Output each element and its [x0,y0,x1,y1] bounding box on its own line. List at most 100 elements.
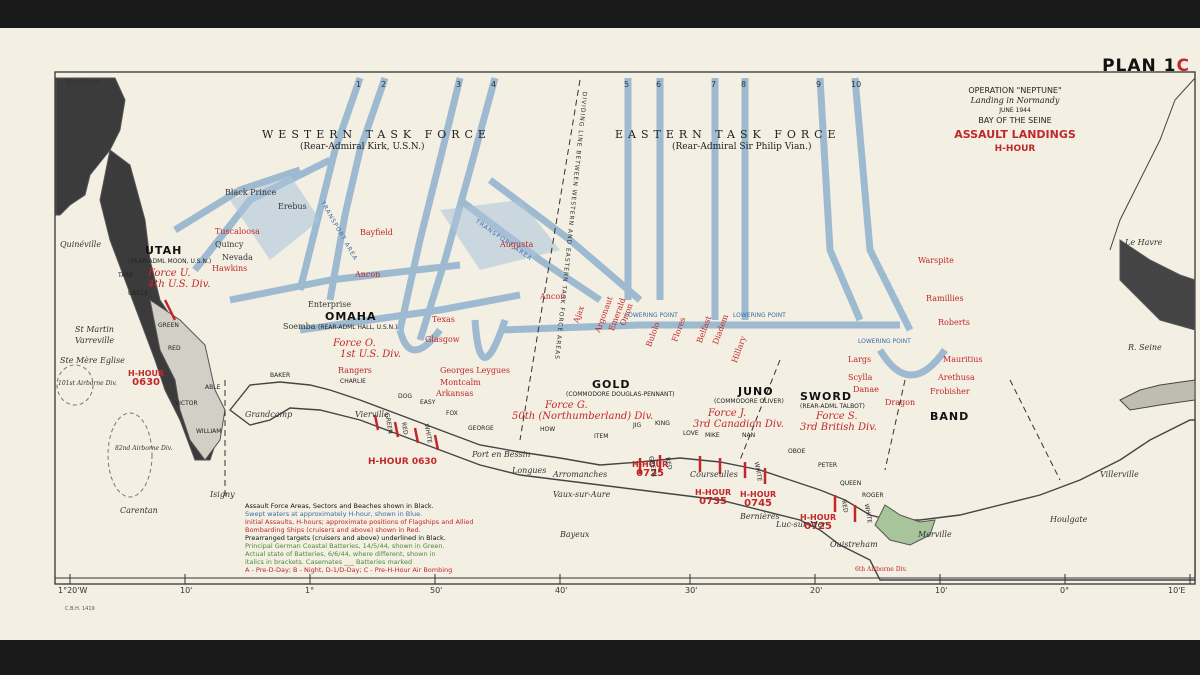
swept-channels [173,76,948,379]
ship-dragon: Dragon [885,398,916,407]
ship-nevada: Nevada [222,253,253,262]
beach-juno: JUNO [738,385,774,398]
sector-victor: VICTOR [175,400,198,407]
force-j-div: 3rd Canadian Div. [693,419,784,430]
channel-1: 1 [356,80,362,89]
channel-7: 7 [711,80,717,89]
place-bernieres: Bernières [740,512,780,521]
sector-nan: NAN [742,432,756,439]
eastern-task-force-commander: (Rear-Admiral Sir Philip Vian.) [672,142,812,152]
ship-roberts: Roberts [938,318,970,327]
ship-mauritius: Mauritius [943,355,983,364]
place-grandcamp: Grandcamp [245,410,293,419]
sector-charlie: CHARLIE [340,378,366,385]
ship-texas: Texas [432,315,455,324]
ship-largs: Largs [848,355,872,364]
sector-baker: BAKER [270,372,291,379]
operation-date: JUNE 1944 [999,107,1031,114]
place-vaux: Vaux-sur-Aure [553,490,611,499]
sector-william: WILLIAM [196,428,222,435]
longitude-ticks [55,574,1195,584]
ship-soemba: Soemba [283,322,316,331]
channel-10: 10 [851,80,862,89]
sector-jig: JIG [633,422,642,429]
sector-able: ABLE [205,384,221,391]
legend-line: Principal German Coastal Batteries, 14/5… [245,542,445,550]
force-j: Force J. [708,408,747,419]
sector-king: KING [655,420,670,427]
ship-arethusa: Arethusa [938,373,975,382]
ship-ancon: Ancon [540,292,566,301]
force-o: Force O. [333,338,376,349]
ship-enterprise: Enterprise [308,300,352,309]
force-o-div: 1st U.S. Div. [340,349,402,360]
ship-montcalm: Montcalm [440,378,481,387]
legend-line: Bombarding Ships (cruisers and above) sh… [245,526,421,534]
ship-georges-leygues: Georges Leygues [440,366,510,375]
legend-line: Initial Assaults, H-hours; approximate p… [245,518,474,526]
force-u-div: 4th U.S. Div. [148,279,211,290]
place-carentan: Carentan [120,506,158,515]
gold-juno-boundary [739,359,781,461]
beach-gold: GOLD [592,378,631,391]
place-vierville: Vierville [355,410,389,419]
transport-areas [230,175,560,270]
juno-sword-boundary [884,379,906,471]
place-arromanches: Arromanches [553,470,608,479]
sector-item: ITEM [594,433,609,440]
place-merville: Merville [918,530,952,539]
coast-northeast [1109,77,1196,251]
beach-utah-naval: (REAR-ADML MOON, U.S.N.) [128,258,212,265]
channel-9: 9 [816,80,822,89]
operation-bay: BAY OF THE SEINE [978,116,1052,125]
place-bayeux: Bayeux [560,530,590,539]
operation-line2: Landing in Normandy [970,96,1060,105]
rangers-label: Rangers [338,366,372,375]
operation-subtitle: H-HOUR [994,144,1036,154]
place-villerville: Villerville [1100,470,1139,479]
airborne-zone-101 [56,364,94,406]
sector-george: GEORGE [468,425,494,432]
ship-tuscaloosa: Tuscaloosa [215,227,260,236]
beach-red-utah: RED [168,345,181,352]
operation-block: OPERATION "NEPTUNE" Landing in Normandy … [940,86,1090,156]
band-label: BAND [930,410,970,423]
sector-how: HOW [540,426,556,433]
lon-6: 20' [810,586,823,595]
sector-queen: QUEEN [840,480,862,487]
place-varreville: Varreville [75,336,115,345]
coastline [55,77,1196,581]
place-luc: Luc-sur-Mer [776,520,827,529]
place-st-martin: St Martin [75,325,114,334]
channel-8: 8 [741,80,747,89]
sector-oboe: OBOE [788,448,806,455]
beach-juno-naval: (COMMODORE OLIVER) [714,398,784,405]
channel-6: 6 [656,80,662,89]
place-quineville: Quinéville [60,240,102,249]
omaha-hhour: H-HOUR 0630 [368,457,437,467]
force-s-div: 3rd British Div. [800,422,877,433]
sector-tare: TARE [118,272,134,279]
sector-mike: MIKE [705,432,720,439]
legend-line: Assault Force Areas, Sectors and Beaches… [245,502,434,510]
beach-omaha-naval: (REAR-ADML HALL, U.S.N.) [318,324,398,331]
sector-dog: DOG [398,393,412,400]
place-isigny: Isigny [210,490,235,499]
footer-code: C.B.H. 1419 [65,606,95,612]
sector-peter: PETER [818,462,838,469]
force-g: Force G. [545,400,588,411]
beach-omaha: OMAHA [325,310,377,323]
ship-frobisher: Frobisher [930,387,970,396]
lowering-point-3: LOWERING POINT [858,338,911,345]
lon-8: 0° [1060,586,1070,595]
place-ouistreham: Ouistreham [830,540,878,549]
airborne-zone-82 [107,412,153,498]
place-seine: R. Seine [1128,343,1162,352]
legend-line: Actual state of Batteries, 6/6/44, where… [245,550,436,558]
place-le-havre: Le Havre [1125,238,1163,247]
force-s: Force S. [816,411,858,422]
